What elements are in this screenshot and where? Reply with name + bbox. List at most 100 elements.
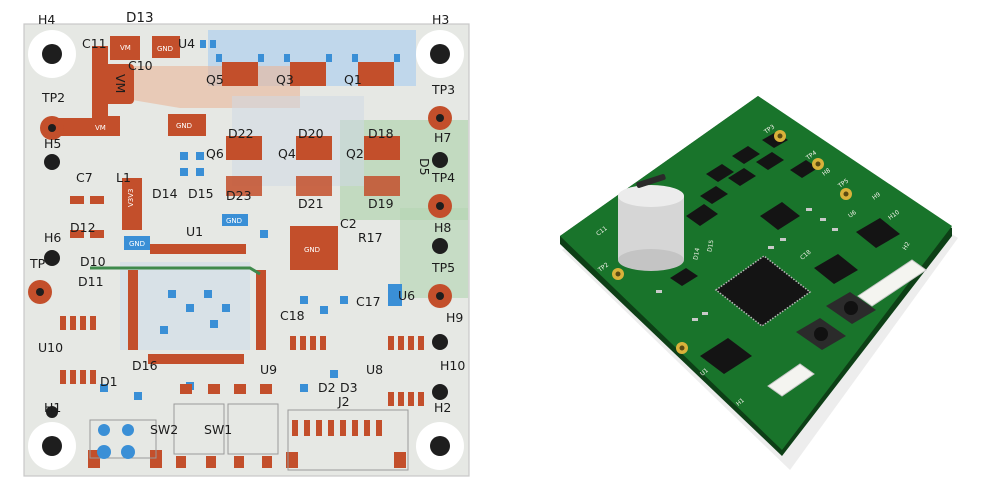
passives	[656, 208, 838, 321]
svg-text:D22: D22	[228, 126, 254, 141]
svg-text:D19: D19	[368, 196, 394, 211]
mosfet-row-top	[216, 54, 400, 86]
tactile-switches	[796, 292, 876, 350]
svg-text:TP5: TP5	[431, 260, 455, 275]
svg-text:Q2: Q2	[346, 146, 364, 161]
svg-text:H10: H10	[440, 358, 465, 373]
net-label-gnd-top: GND	[157, 45, 173, 53]
svg-text:C18: C18	[280, 308, 305, 323]
svg-text:C10: C10	[128, 58, 153, 73]
svg-text:D15: D15	[188, 186, 214, 201]
v3v3-copper	[122, 178, 142, 230]
svg-text:U1: U1	[186, 224, 203, 239]
svg-text:H5: H5	[44, 136, 61, 151]
small-holes	[44, 152, 448, 418]
svg-text:D5: D5	[417, 158, 432, 176]
svg-text:D20: D20	[298, 126, 324, 141]
mcu-chip	[714, 255, 812, 327]
svg-text:D12: D12	[70, 220, 96, 235]
vm-copper-block	[100, 64, 134, 104]
svg-text:H3: H3	[432, 12, 449, 27]
mcu-pins	[128, 244, 266, 364]
svg-text:D11: D11	[78, 274, 104, 289]
green-trace	[90, 266, 261, 276]
svg-text:H8: H8	[821, 167, 832, 178]
svg-text:Q1: Q1	[344, 72, 362, 87]
svg-text:H7: H7	[434, 130, 451, 145]
gnd-pad-mid	[168, 114, 206, 136]
svg-text:C17: C17	[356, 294, 381, 309]
svg-text:Q4: Q4	[278, 146, 296, 161]
svg-text:H4: H4	[38, 12, 55, 27]
svg-text:C2: C2	[340, 216, 357, 231]
net-label-vm-2: VM	[95, 124, 106, 132]
sw1-outline	[173, 403, 225, 455]
net-label-gnd-b1: GND	[129, 240, 145, 248]
connectors	[767, 259, 927, 397]
svg-text:H9: H9	[446, 310, 463, 325]
svg-text:SW1: SW1	[204, 422, 232, 437]
svg-text:D10: D10	[80, 254, 106, 269]
sw2-pad-2	[121, 445, 135, 459]
mounting-holes	[28, 30, 464, 470]
pcb-3d-render-view: C11 TP2 D14 D15 C18 U1 H1 H2 H9 H10 TP3 …	[560, 96, 958, 470]
svg-text:SW2: SW2	[150, 422, 178, 437]
svg-text:D16: D16	[132, 358, 158, 373]
svg-text:C11: C11	[82, 36, 107, 51]
svg-text:Q6: Q6	[206, 146, 224, 161]
svg-text:TP2: TP2	[41, 90, 65, 105]
svg-text:TP3: TP3	[431, 82, 455, 97]
refdes-labels: H4 D13 H3 C11 U4 C10 VM Q5 Q3 Q1 TP2 TP3…	[29, 10, 465, 437]
svg-text:D14: D14	[692, 247, 701, 260]
svg-text:U6: U6	[398, 288, 415, 303]
pad-blue-u6	[388, 284, 402, 306]
svg-text:D23: D23	[226, 188, 252, 203]
svg-text:D13: D13	[126, 10, 154, 26]
sw2-pad-4	[98, 424, 110, 436]
mosfet-row-mid	[226, 136, 400, 196]
svg-text:U6: U6	[847, 209, 858, 220]
small-pads-copper	[60, 196, 424, 468]
svg-text:U4: U4	[178, 36, 195, 51]
electrolytic-capacitor	[618, 174, 684, 271]
svg-text:R17: R17	[358, 230, 383, 245]
net-label-v3v3: V3V3	[127, 189, 135, 207]
svg-text:U1: U1	[699, 367, 710, 378]
svg-text:D18: D18	[368, 126, 394, 141]
svg-text:C7: C7	[76, 170, 93, 185]
zone-green-right-lower	[400, 208, 468, 298]
svg-text:U8: U8	[366, 362, 383, 377]
svg-text:D1: D1	[100, 374, 118, 389]
svg-text:H6: H6	[44, 230, 61, 245]
sw1b-outline	[227, 403, 279, 455]
gold-test-points	[612, 130, 852, 354]
gnd-pad-blue-2	[222, 214, 248, 226]
svg-text:H2: H2	[434, 400, 451, 415]
sw2-outline	[89, 419, 157, 459]
svg-text:D14: D14	[152, 186, 178, 201]
svg-text:TP: TP	[29, 256, 46, 271]
svg-text:H2: H2	[901, 241, 911, 252]
gnd-pad-top	[152, 36, 180, 58]
driver-ic-pad	[290, 226, 338, 270]
svg-text:H1: H1	[735, 397, 746, 408]
svg-text:D3: D3	[340, 380, 358, 395]
svg-text:J2: J2	[337, 394, 350, 409]
j2-outline	[287, 409, 409, 471]
svg-text:L1: L1	[116, 170, 131, 185]
gnd-pad-blue-1	[124, 236, 150, 250]
net-label-gnd-mid: GND	[176, 122, 192, 130]
svg-text:H8: H8	[434, 220, 451, 235]
svg-text:U9: U9	[260, 362, 277, 377]
test-points	[28, 106, 452, 308]
net-label-gnd-ic: GND	[304, 246, 320, 254]
vm-pad-top	[110, 36, 140, 60]
sw2-pad-3	[122, 424, 134, 436]
net-label-vm-1: VM	[120, 44, 131, 52]
svg-text:D2: D2	[318, 380, 336, 395]
svg-text:TP4: TP4	[431, 170, 455, 185]
svg-text:Q3: Q3	[276, 72, 294, 87]
svg-text:U10: U10	[38, 340, 63, 355]
pcb-layout-view: VM VM GND GND V3V3 GND GND	[18, 10, 474, 480]
svg-text:D21: D21	[298, 196, 324, 211]
